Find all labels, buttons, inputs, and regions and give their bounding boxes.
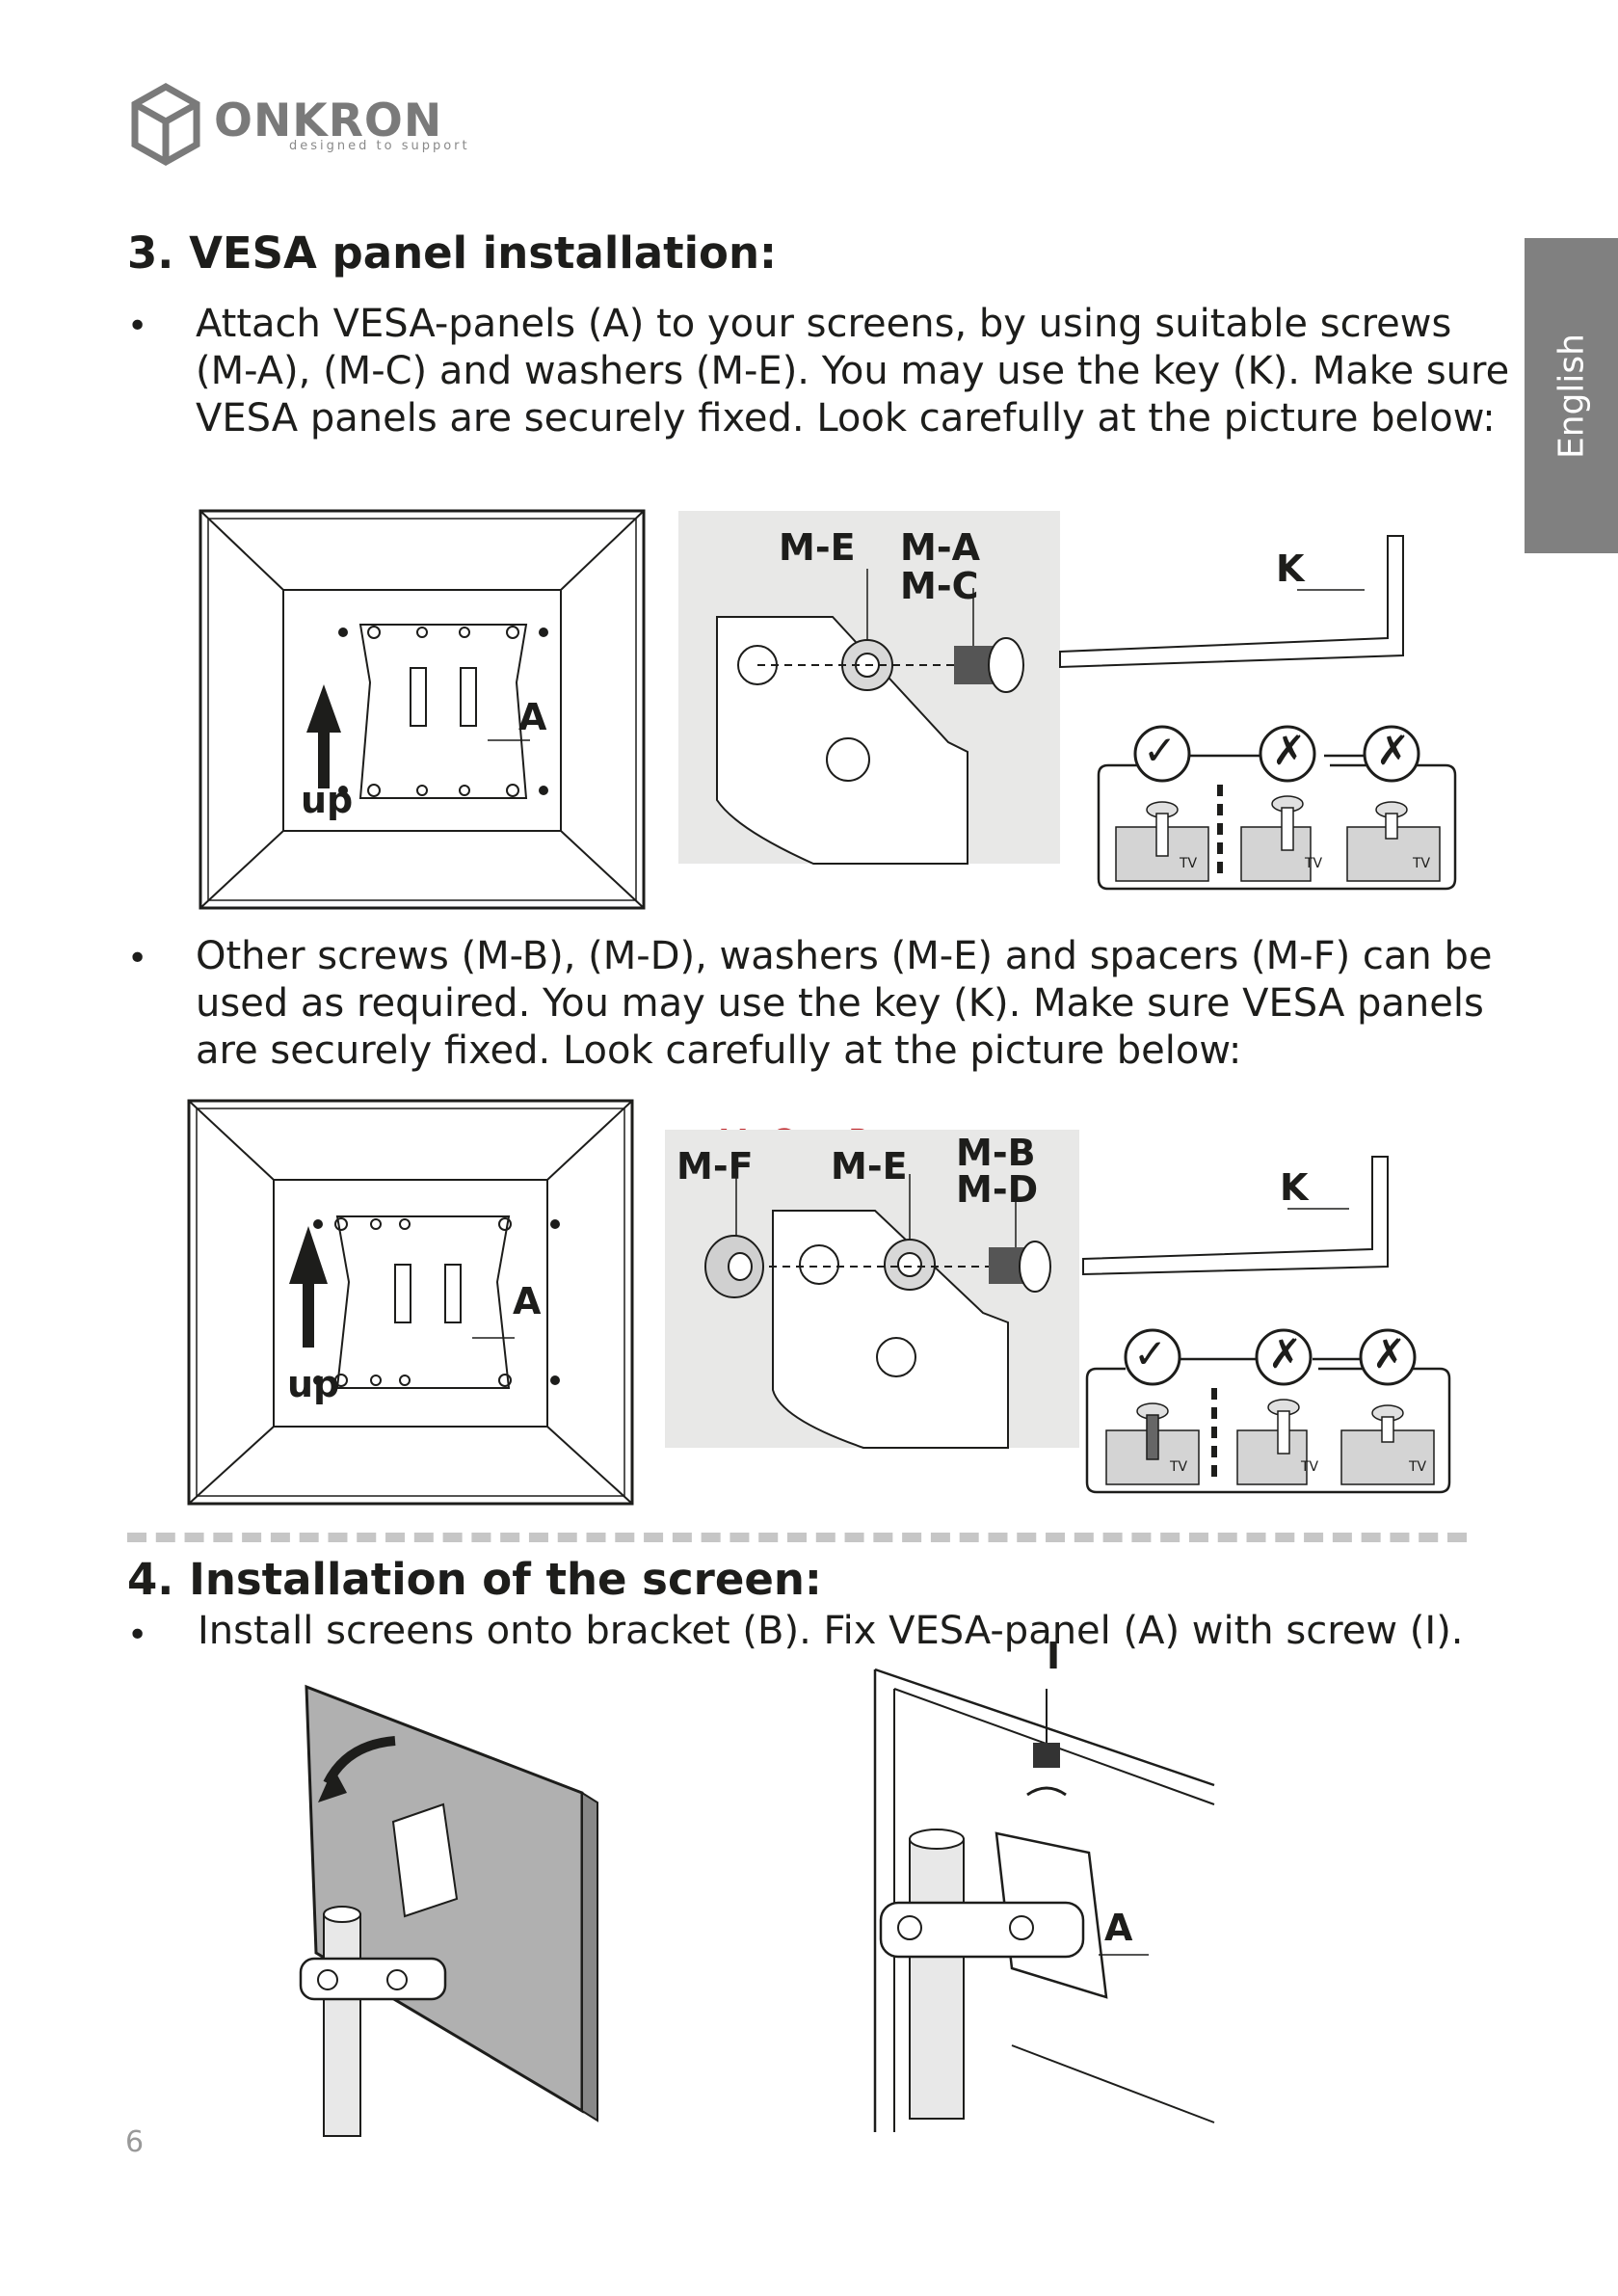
section-3-bullet-2: Other screws (M-B), (M-D), washers (M-E)… <box>196 933 1516 1075</box>
brand-tagline: designed to support <box>289 139 470 153</box>
section-4-title: 4. Installation of the screen: <box>127 1554 822 1605</box>
section-divider <box>127 1533 1467 1542</box>
figure-1-screen-illustration <box>199 509 646 910</box>
figure-1-label-mc: M-C <box>900 565 979 607</box>
text-line: Attach VESA-panels (A) to your screens, … <box>196 302 1452 346</box>
section-3-bullet-1: Attach VESA-panels (A) to your screens, … <box>196 301 1516 442</box>
figure-2-key-illustration <box>1082 1156 1389 1276</box>
figure-1-cross-icon: ✗ <box>1272 727 1307 774</box>
text-line: Other screws (M-B), (M-D), washers (M-E)… <box>196 934 1493 978</box>
figure-2-correct-incorrect-diagram <box>1085 1328 1451 1494</box>
figure-3-label-a: A <box>1104 1907 1133 1949</box>
figure-2-cross-icon: ✗ <box>1268 1330 1303 1377</box>
section-3-title: 3. VESA panel installation: <box>127 227 777 279</box>
text-line: are securely fixed. Look carefully at th… <box>196 1028 1242 1073</box>
bullet-marker: • <box>127 939 148 978</box>
figure-1-tv-label: TV <box>1413 856 1431 871</box>
figure-2-label-mb: M-B <box>956 1132 1036 1174</box>
figure-2-check-icon: ✓ <box>1133 1330 1168 1377</box>
figure-2-tv-label: TV <box>1409 1459 1427 1475</box>
figure-1-screw-detail <box>678 511 1060 865</box>
figure-1-label-k: K <box>1276 547 1305 590</box>
figure-1-cross-icon: ✗ <box>1376 727 1411 774</box>
figure-3-label-i: I <box>1047 1635 1061 1677</box>
page-number: 6 <box>125 2125 145 2159</box>
figure-1-tv-label: TV <box>1180 856 1198 871</box>
bullet-marker: • <box>127 307 148 346</box>
figure-1-label-up: up <box>301 779 354 821</box>
figure-2-label-mf: M-F <box>676 1145 754 1188</box>
section-4-bullet: Install screens onto bracket (B). Fix VE… <box>198 1609 1464 1653</box>
figure-2-label-me: M-E <box>831 1145 908 1188</box>
figure-1-label-me: M-E <box>779 526 856 569</box>
figure-1-tv-label: TV <box>1305 856 1323 871</box>
figure-3-screen-on-pole-illustration <box>299 1684 598 2137</box>
figure-1-label-ma: M-A <box>900 526 980 569</box>
figure-2-label-a: A <box>513 1280 542 1322</box>
figure-2-cross-icon: ✗ <box>1372 1330 1407 1377</box>
figure-2-tv-label: TV <box>1170 1459 1188 1475</box>
language-tab-label: English <box>1552 333 1591 459</box>
figure-2-label-md: M-D <box>956 1168 1039 1211</box>
figure-2-screw-detail <box>665 1130 1079 1449</box>
text-line: used as required. You may use the key (K… <box>196 981 1484 1026</box>
language-tab[interactable]: English <box>1525 238 1618 553</box>
figure-1-correct-incorrect-diagram <box>1097 725 1457 891</box>
onkron-logo-icon <box>131 82 200 167</box>
figure-1-label-a: A <box>518 696 547 738</box>
figure-2-label-up: up <box>287 1363 340 1405</box>
figure-1-check-icon: ✓ <box>1143 727 1178 774</box>
bullet-marker: • <box>127 1615 148 1655</box>
figure-2-label-k: K <box>1280 1166 1309 1209</box>
figure-3-screw-closeup-illustration <box>873 1668 1215 2132</box>
figure-2-tv-label: TV <box>1301 1459 1319 1475</box>
brand-name: ONKRON <box>214 94 443 147</box>
figure-1-key-illustration <box>1059 535 1404 669</box>
text-line: VESA panels are securely fixed. Look car… <box>196 396 1496 441</box>
figure-2-screen-illustration <box>187 1099 634 1506</box>
text-line: (M-A), (M-C) and washers (M-E). You may … <box>196 349 1510 393</box>
